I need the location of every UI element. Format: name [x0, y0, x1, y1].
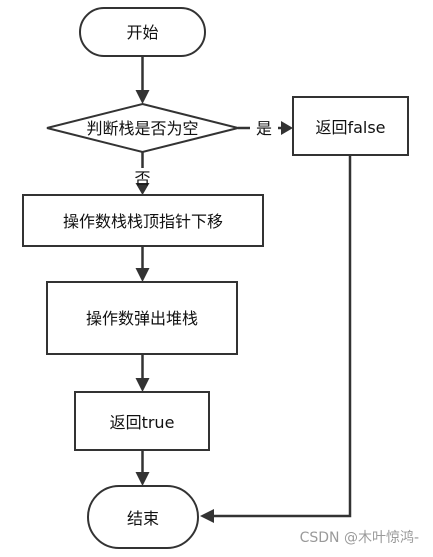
- arrowhead-move-to-pop: [135, 268, 150, 282]
- edge-return-false-to-end: [214, 155, 352, 518]
- move-pointer-label: 操作数栈栈顶指针下移: [63, 212, 223, 231]
- decision-node: 判断栈是否为空: [46, 102, 239, 154]
- arrowhead-pop-to-return-true: [135, 378, 150, 392]
- pop-node: 操作数弹出堆栈: [46, 281, 238, 355]
- return-false-node: 返回false: [292, 96, 409, 156]
- decision-label: 判断栈是否为空: [86, 119, 198, 138]
- arrowhead-return-true-to-end: [135, 472, 150, 486]
- arrowhead-return-false-to-end: [200, 509, 214, 523]
- start-node: 开始: [79, 7, 206, 57]
- start-label: 开始: [126, 23, 158, 42]
- arrowhead-decision-yes: [281, 121, 293, 135]
- arrowhead-start-to-decision: [135, 90, 150, 104]
- move-pointer-node: 操作数栈栈顶指针下移: [22, 194, 264, 247]
- pop-label: 操作数弹出堆栈: [86, 309, 198, 328]
- return-true-node: 返回true: [74, 391, 210, 451]
- return-true-label: 返回true: [110, 413, 175, 432]
- watermark: CSDN @木叶惊鸿-: [299, 530, 419, 546]
- no-label: 否: [134, 169, 150, 188]
- arrowhead-decision-no: [135, 183, 150, 195]
- return-false-label: 返回false: [315, 118, 385, 137]
- end-label: 结束: [127, 509, 159, 528]
- yes-label: 是: [256, 119, 272, 138]
- end-node: 结束: [87, 485, 199, 549]
